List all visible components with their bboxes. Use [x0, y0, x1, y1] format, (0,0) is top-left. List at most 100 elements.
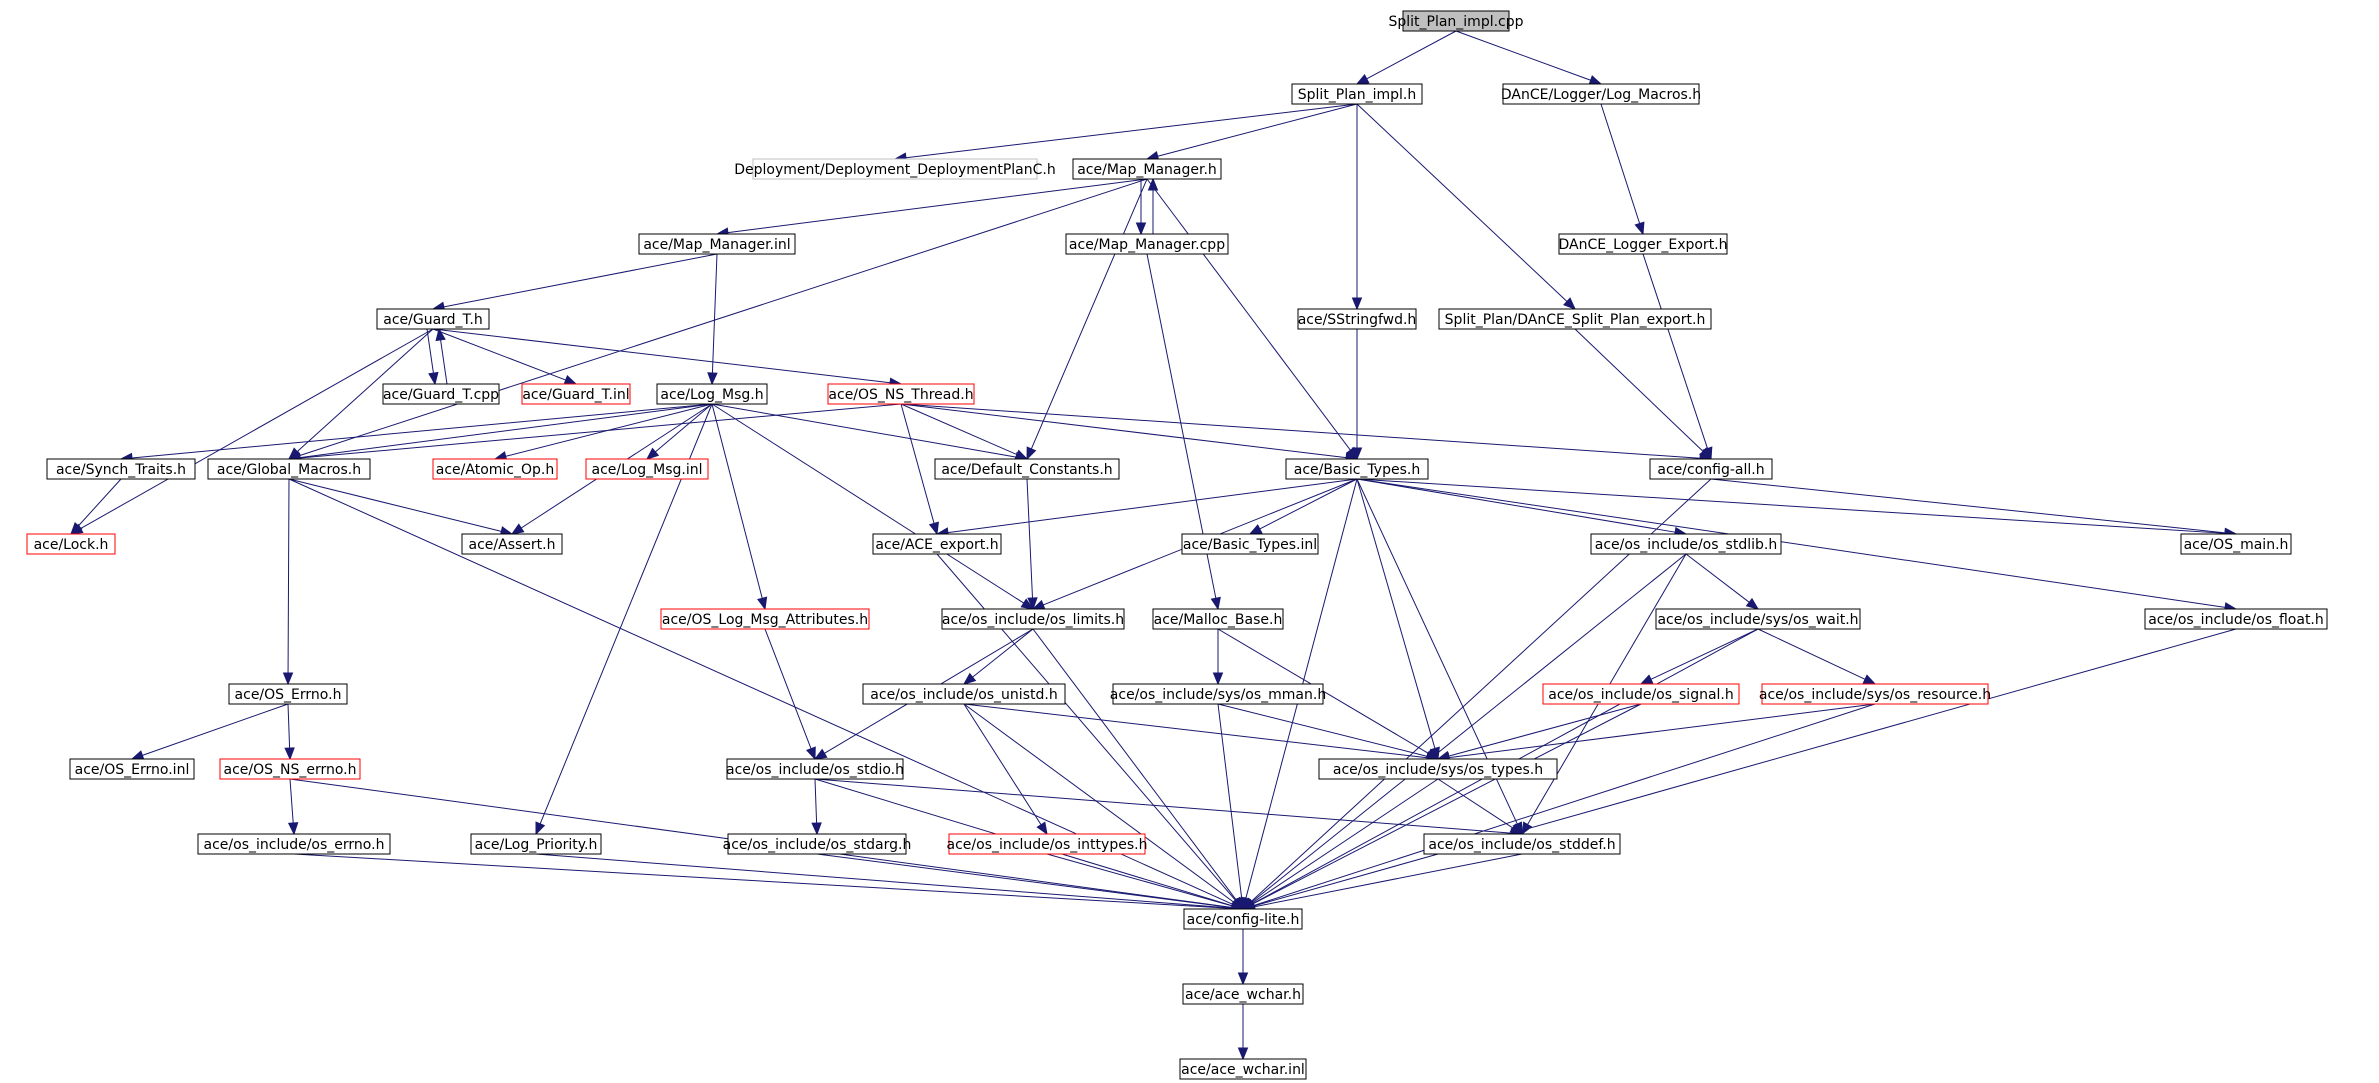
node-map-manager-h[interactable]: ace/Map_Manager.h [1072, 158, 1222, 180]
arrowhead-icon [510, 523, 525, 535]
node-ace-wchar-h[interactable]: ace/ace_wchar.h [1182, 983, 1304, 1005]
node-dance-logger-export[interactable]: DAnCE_Logger_Export.h [1558, 233, 1728, 255]
edge-line [655, 403, 713, 453]
node-basic-types-h[interactable]: ace/Basic_Types.h [1285, 458, 1429, 480]
node-log-priority[interactable]: ace/Log_Priority.h [470, 833, 602, 855]
node-label: ace/Assert.h [469, 537, 556, 553]
edge-global-macros-to-assert-h [288, 478, 514, 537]
edge-os-inttypes-to-config-lite [1046, 853, 1245, 911]
node-os-log-msg-attributes[interactable]: ace/OS_Log_Msg_Attributes.h [660, 608, 870, 630]
node-os-stdlib[interactable]: ace/os_include/os_stdlib.h [1590, 533, 1782, 555]
edge-os-resource-to-config-lite [1241, 703, 1876, 911]
node-config-lite[interactable]: ace/config-lite.h [1183, 908, 1303, 930]
edge-split-plan-impl-h-to-split-plan-export [1356, 103, 1576, 310]
node-global-macros[interactable]: ace/Global_Macros.h [207, 458, 371, 480]
edge-basic-types-h-to-os-float [1356, 478, 2238, 613]
arrowhead-icon [287, 822, 299, 836]
node-os-types[interactable]: ace/os_include/sys/os_types.h [1318, 758, 1558, 780]
node-ace-wchar-inl[interactable]: ace/ace_wchar.inl [1179, 1058, 1307, 1080]
node-os-signal[interactable]: ace/os_include/os_signal.h [1542, 683, 1740, 705]
node-log-msg-h[interactable]: ace/Log_Msg.h [656, 383, 768, 405]
node-label: ace/os_include/os_inttypes.h [947, 837, 1148, 853]
node-split-plan-impl-h[interactable]: Split_Plan_impl.h [1291, 83, 1423, 105]
node-os-resource[interactable]: ace/os_include/sys/os_resource.h [1759, 683, 1991, 705]
edge-line [1146, 178, 1351, 451]
node-sstringfwd[interactable]: ace/SStringfwd.h [1297, 308, 1417, 330]
node-guard-t-inl[interactable]: ace/Guard_T.inl [521, 383, 631, 405]
edge-line [1455, 30, 1591, 81]
edge-split-plan-impl-h-to-deployment-planc [893, 103, 1358, 163]
node-config-all[interactable]: ace/config-all.h [1649, 458, 1773, 480]
edge-line [1251, 778, 1439, 904]
node-os-unistd[interactable]: ace/os_include/os_unistd.h [862, 683, 1066, 705]
edge-line [900, 403, 1018, 456]
edge-line [1642, 253, 1709, 449]
node-atomic-op[interactable]: ace/Atomic_Op.h [432, 458, 558, 480]
node-dance-log-macros[interactable]: DAnCE/Logger/Log_Macros.h [1501, 83, 1701, 105]
edge-line [1366, 30, 1457, 80]
node-box [69, 758, 195, 780]
edge-os-log-msg-attributes-to-os-stdio [764, 628, 816, 761]
node-os-ns-errno[interactable]: ace/OS_NS_errno.h [219, 758, 361, 780]
node-os-wait[interactable]: ace/os_include/sys/os_wait.h [1655, 608, 1861, 630]
arrowhead-icon [1135, 222, 1147, 236]
node-assert-h[interactable]: ace/Assert.h [461, 533, 563, 555]
node-ace-export[interactable]: ace/ACE_export.h [872, 533, 1002, 555]
node-os-float[interactable]: ace/os_include/os_float.h [2144, 608, 2328, 630]
node-lock-h[interactable]: ace/Lock.h [26, 533, 116, 555]
edge-os-stdarg-to-config-lite [816, 853, 1245, 913]
node-os-stdarg[interactable]: ace/os_include/os_stdarg.h [723, 833, 912, 855]
node-box [585, 458, 709, 480]
node-label: ace/Guard_T.h [383, 312, 483, 328]
node-os-errno-inl[interactable]: ace/OS_Errno.inl [69, 758, 195, 780]
arrowhead-icon [1862, 674, 1877, 685]
edge-guard-t-h-to-os-ns-thread [432, 328, 903, 388]
edge-line [1046, 853, 1233, 907]
node-guard-t-h[interactable]: ace/Guard_T.h [376, 308, 490, 330]
arrowhead-icon [1355, 73, 1370, 85]
node-box [1182, 983, 1304, 1005]
edge-line [905, 103, 1358, 159]
node-label: ace/Global_Macros.h [217, 462, 361, 478]
node-os-stddef[interactable]: ace/os_include/os_stddef.h [1423, 833, 1621, 855]
edge-line [1574, 328, 1704, 452]
node-label: ace/Log_Msg.inl [592, 462, 703, 478]
edge-os-signal-to-config-lite [1241, 703, 1642, 910]
edge-line [1253, 853, 1523, 908]
node-os-stdio[interactable]: ace/os_include/os_stdio.h [726, 758, 904, 780]
edge-line [814, 778, 1512, 834]
node-guard-t-cpp[interactable]: ace/Guard_T.cpp [382, 383, 500, 405]
node-split-plan-export[interactable]: Split_Plan/DAnCE_Split_Plan_export.h [1438, 308, 1712, 330]
node-basic-types-inl[interactable]: ace/Basic_Types.inl [1181, 533, 1319, 555]
node-os-inttypes[interactable]: ace/os_include/os_inttypes.h [947, 833, 1148, 855]
node-box [862, 683, 1066, 705]
node-os-ns-thread[interactable]: ace/OS_NS_Thread.h [827, 383, 975, 405]
node-box [1179, 1058, 1307, 1080]
edge-split-plan-export-to-config-all [1574, 328, 1712, 460]
edge-synch-traits-to-lock-h [70, 478, 122, 535]
edge-line [711, 403, 1017, 458]
node-os-main[interactable]: ace/OS_main.h [2180, 533, 2292, 555]
arrowhead-icon [130, 750, 145, 761]
node-os-errno-h[interactable]: ace/OS_Errno.h [228, 683, 348, 705]
node-map-manager-inl[interactable]: ace/Map_Manager.inl [638, 233, 796, 255]
edge-map-manager-cpp-to-malloc-base [1146, 253, 1221, 611]
node-malloc-base[interactable]: ace/Malloc_Base.h [1152, 608, 1284, 630]
node-log-msg-inl[interactable]: ace/Log_Msg.inl [585, 458, 709, 480]
arrowhead-icon [962, 672, 977, 685]
node-box [207, 458, 371, 480]
edge-log-priority-to-config-lite [535, 853, 1245, 914]
node-label: ace/Map_Manager.h [1077, 162, 1217, 178]
node-default-constants[interactable]: ace/Default_Constants.h [934, 458, 1120, 480]
arrowhead-icon [757, 596, 768, 611]
node-os-limits[interactable]: ace/os_include/os_limits.h [941, 608, 1125, 630]
node-deployment-planc[interactable]: Deployment/Deployment_DeploymentPlanC.h [734, 158, 1056, 180]
node-map-manager-cpp[interactable]: ace/Map_Manager.cpp [1065, 233, 1229, 255]
node-os-include-errno[interactable]: ace/os_include/os_errno.h [197, 833, 391, 855]
node-box [1181, 533, 1319, 555]
node-box [26, 533, 116, 555]
node-os-mman[interactable]: ace/os_include/sys/os_mman.h [1110, 683, 1326, 705]
node-split-plan-impl-cpp[interactable]: Split_Plan_impl.cpp [1388, 10, 1524, 32]
node-synch-traits[interactable]: ace/Synch_Traits.h [46, 458, 196, 480]
